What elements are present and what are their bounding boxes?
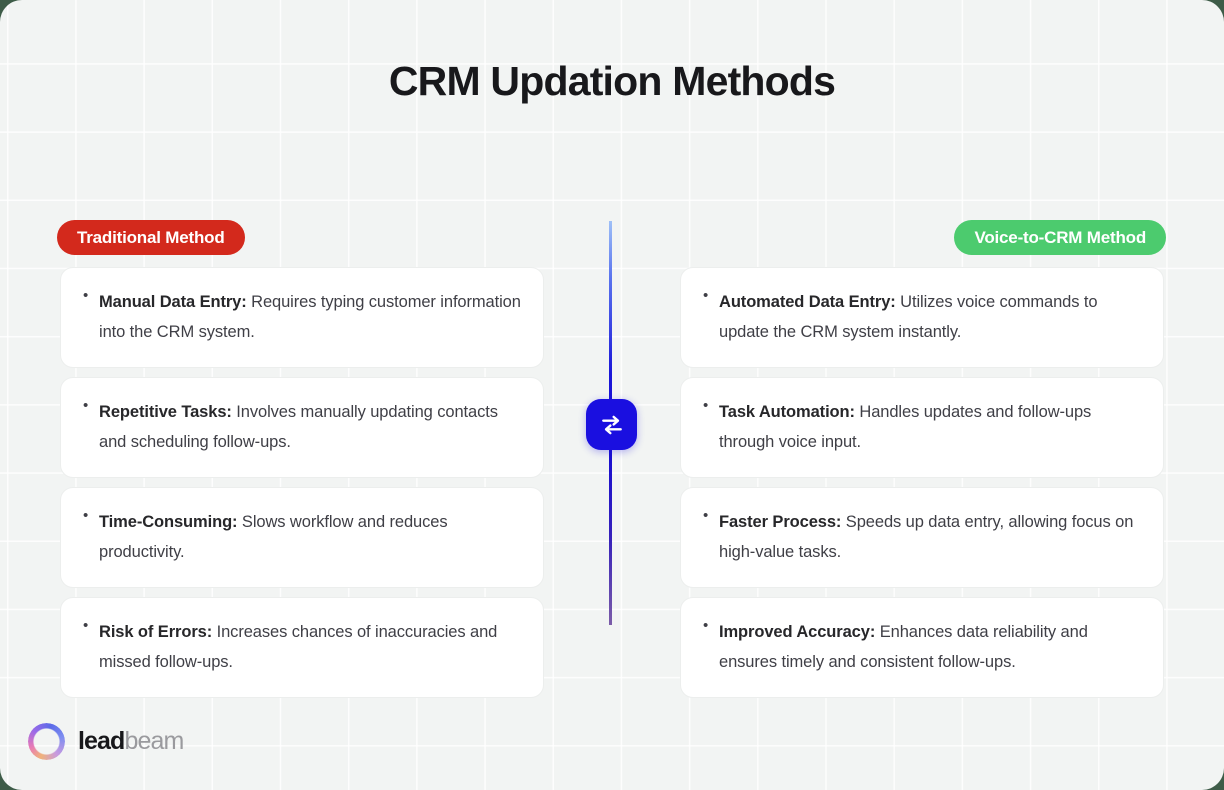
column-traditional: Manual Data Entry: Requires typing custo…: [60, 267, 544, 698]
comparison-card: Faster Process: Speeds up data entry, al…: [680, 487, 1164, 588]
comparison-card: Improved Accuracy: Enhances data reliabi…: [680, 597, 1164, 698]
comparison-card: Risk of Errors: Increases chances of ina…: [60, 597, 544, 698]
badge-traditional-method: Traditional Method: [57, 220, 245, 255]
comparison-card-lead: Time-Consuming:: [99, 513, 238, 531]
comparison-card-lead: Repetitive Tasks:: [99, 403, 232, 421]
comparison-card-lead: Manual Data Entry:: [99, 293, 247, 311]
comparison-card: Manual Data Entry: Requires typing custo…: [60, 267, 544, 368]
comparison-card-body: Enhances data reliability and ensures ti…: [719, 623, 1088, 671]
comparison-card-text: Manual Data Entry: Requires typing custo…: [99, 287, 521, 347]
comparison-card: Automated Data Entry: Utilizes voice com…: [680, 267, 1164, 368]
comparison-card-lead: Task Automation:: [719, 403, 855, 421]
logo-word-beam: beam: [124, 727, 184, 755]
comparison-card: Time-Consuming: Slows workflow and reduc…: [60, 487, 544, 588]
comparison-card-lead: Automated Data Entry:: [719, 293, 896, 311]
comparison-card-body: Handles updates and follow-ups through v…: [719, 403, 1092, 451]
swap-arrows-icon: [586, 399, 637, 450]
comparison-card-body: Utilizes voice commands to update the CR…: [719, 293, 1098, 341]
comparison-card-body: Requires typing customer information int…: [99, 293, 521, 341]
comparison-card-lead: Risk of Errors:: [99, 623, 213, 641]
comparison-card: Task Automation: Handles updates and fol…: [680, 377, 1164, 478]
column-voice-to-crm: Automated Data Entry: Utilizes voice com…: [680, 267, 1164, 698]
comparison-card-text: Faster Process: Speeds up data entry, al…: [719, 507, 1141, 567]
comparison-card-lead: Faster Process:: [719, 513, 842, 531]
comparison-card-text: Time-Consuming: Slows workflow and reduc…: [99, 507, 521, 567]
badge-voice-to-crm-method: Voice-to-CRM Method: [954, 220, 1166, 255]
comparison-card-text: Automated Data Entry: Utilizes voice com…: [719, 287, 1141, 347]
comparison-card-text: Repetitive Tasks: Involves manually upda…: [99, 397, 521, 457]
leadbeam-logo: leadbeam: [28, 723, 184, 760]
comparison-card-body: Speeds up data entry, allowing focus on …: [719, 513, 1134, 561]
comparison-card-text: Task Automation: Handles updates and fol…: [719, 397, 1141, 457]
comparison-card-text: Improved Accuracy: Enhances data reliabi…: [719, 617, 1141, 677]
comparison-card: Repetitive Tasks: Involves manually upda…: [60, 377, 544, 478]
comparison-card-body: Involves manually updating contacts and …: [99, 403, 498, 451]
gradient-ring-icon: [28, 723, 65, 760]
page-title: CRM Updation Methods: [388, 58, 836, 104]
logo-wordmark: leadbeam: [78, 727, 184, 756]
comparison-card-body: Increases chances of inaccuracies and mi…: [99, 623, 498, 671]
comparison-card-text: Risk of Errors: Increases chances of ina…: [99, 617, 521, 677]
logo-word-lead: lead: [78, 727, 125, 755]
comparison-card-body: Slows workflow and reduces productivity.: [99, 513, 448, 561]
comparison-card-lead: Improved Accuracy:: [719, 623, 876, 641]
